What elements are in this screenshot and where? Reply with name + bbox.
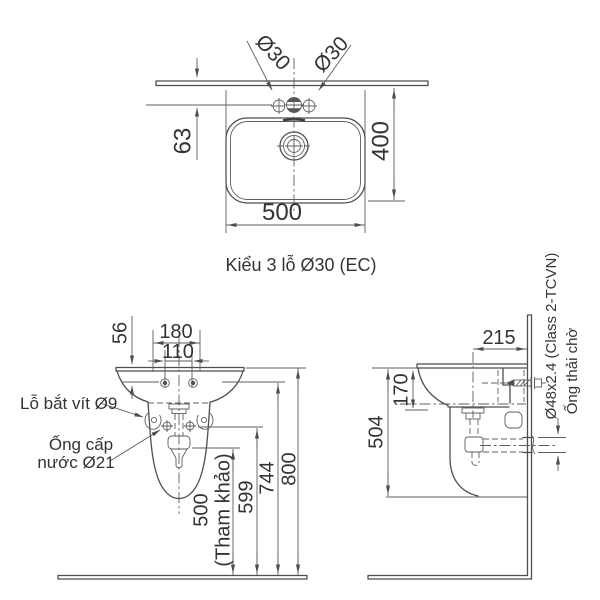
bracket-step — [502, 368, 511, 404]
pipe-spec-label: Ø48x2.4 (Class 2-TCVN) — [543, 253, 560, 420]
dim-500-text: 500 — [262, 199, 302, 226]
dim-110-text: 110 — [162, 341, 194, 363]
drain-assembly-side — [461, 407, 566, 466]
dim-500ref-note: (Tham khảo) — [212, 453, 234, 566]
hole-label-left: Ø30 — [251, 30, 295, 75]
basin-front-curve — [417, 367, 449, 407]
dim-56: 56 — [109, 316, 159, 399]
caption: Kiểu 3 lỗ Ø30 (EC) — [225, 254, 376, 275]
side-view: 215 170 504 Ø48x2.4 (Class 2-TCVN) Ống t… — [365, 253, 581, 580]
bracket-hidden — [497, 370, 525, 402]
dim-180-text: 180 — [159, 321, 192, 343]
dim-800-text: 800 — [278, 452, 300, 485]
dim-504-text: 504 — [365, 415, 387, 448]
supply-connections — [161, 420, 196, 432]
supply-label-line1: Ống cấp — [49, 434, 113, 454]
front-view: 56 180 110 Lỗ bắt vít Ø9 Ống cấp nước Ø2… — [20, 316, 308, 580]
floor-front — [57, 574, 308, 580]
basin-side-left — [116, 370, 149, 403]
faucet-hole-left — [271, 98, 287, 114]
wall-line — [526, 314, 533, 580]
basin-rim-side — [416, 363, 529, 369]
dim-180: 180 — [152, 321, 201, 371]
floor-side — [367, 574, 533, 580]
top-view: Ø30 Ø30 63 400 500 — [146, 30, 429, 233]
dim-500ref-text: 500 — [190, 493, 212, 526]
dim-400: 400 — [367, 88, 405, 202]
supply-callout: Ống cấp nước Ø21 — [37, 429, 161, 472]
dim-500-top: 500 — [225, 90, 366, 233]
dim-215: 215 — [473, 327, 527, 352]
height-dims: 500 (Tham khảo) 599 744 800 — [190, 367, 306, 575]
hole-label-right: Ø30 — [309, 32, 353, 77]
dim-504: 504 — [365, 367, 418, 496]
dim-170: 170 — [390, 370, 428, 411]
supply-label-line2: nước Ø21 — [37, 453, 114, 472]
pedestal-front-edge — [449, 406, 479, 497]
dim-170-text: 170 — [390, 373, 412, 406]
basin-side-right — [210, 370, 244, 403]
dim-599-text: 599 — [235, 480, 257, 513]
dim-63: 63 — [146, 58, 272, 160]
dim-63-text: 63 — [169, 128, 196, 155]
screw-hole-callout: Lỗ bắt vít Ø9 — [20, 394, 144, 418]
dim-215-text: 215 — [482, 327, 515, 349]
waste-pipe-label: Ống thải chờ — [563, 328, 581, 415]
counter-edge — [155, 80, 429, 87]
dim-400-text: 400 — [367, 121, 394, 161]
dim-56-text: 56 — [109, 322, 131, 344]
pedestal-keyholes — [144, 412, 214, 430]
dim-110: 110 — [148, 341, 209, 387]
screw-hole-label: Lỗ bắt vít Ø9 — [20, 394, 117, 413]
dim-744-text: 744 — [256, 461, 278, 494]
waste-pipe-callout: Ø48x2.4 (Class 2-TCVN) Ống thải chờ — [543, 253, 581, 471]
faucet-hole-right — [301, 98, 317, 114]
pedestal-cutout — [504, 411, 523, 429]
basin-rim-front — [115, 366, 245, 372]
anchor-bolt — [482, 377, 546, 389]
